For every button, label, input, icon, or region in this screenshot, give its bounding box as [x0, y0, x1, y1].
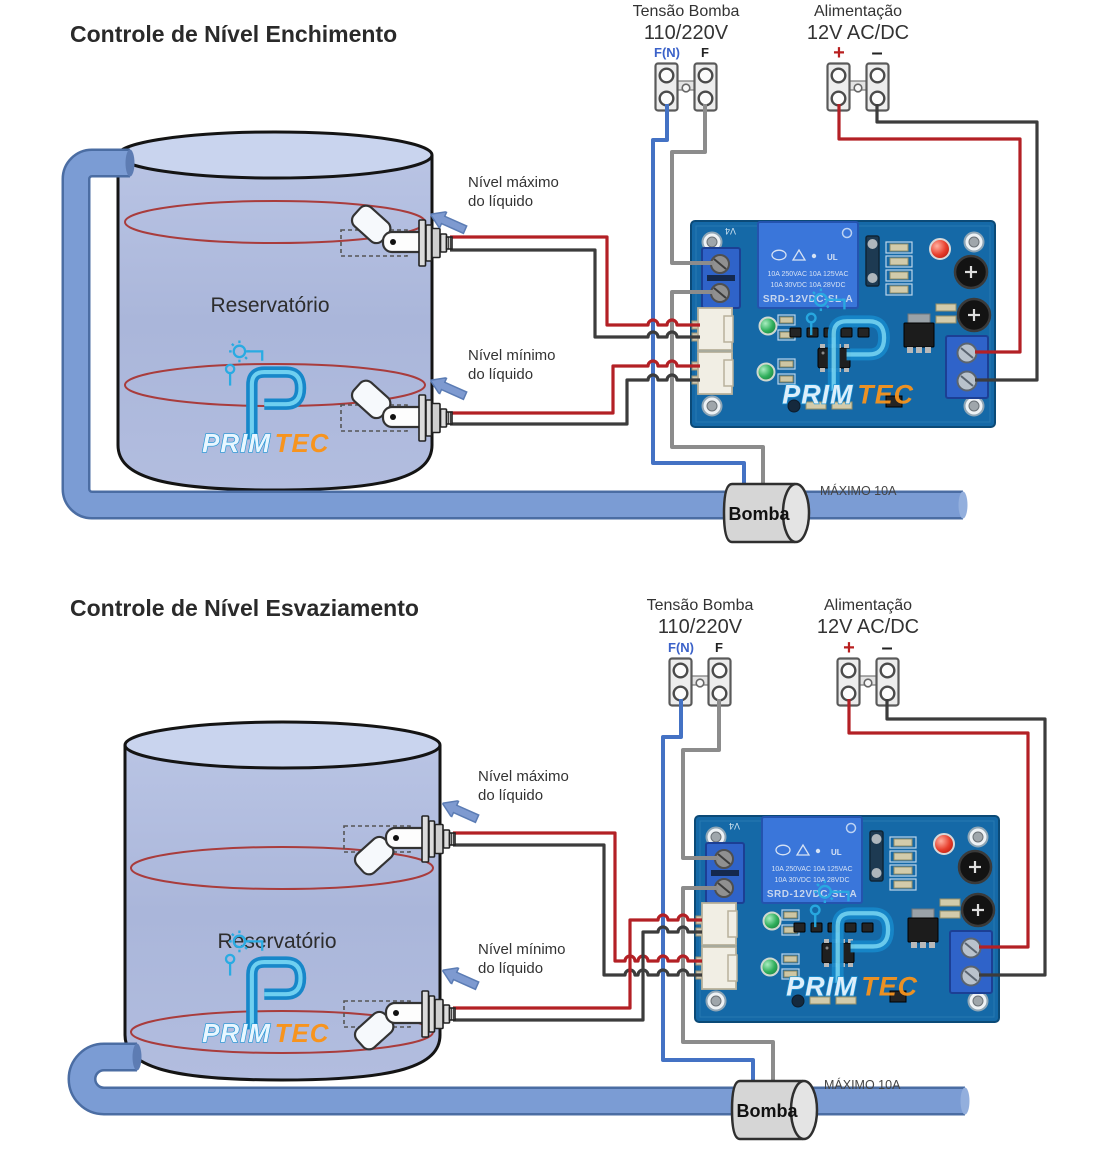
tank-label: Reservatório — [210, 294, 329, 317]
wire-float-max-black — [450, 248, 700, 339]
power-value: 12V AC/DC — [807, 22, 909, 44]
tank-rim — [123, 720, 442, 770]
float-wires — [450, 235, 700, 426]
pump-voltage-title: Tensão Bomba — [647, 597, 754, 614]
min-level-label-1: Nível mínimo — [468, 347, 556, 364]
wire-float-min-black — [450, 373, 700, 426]
minus-label: – — [881, 637, 892, 659]
pump-bomba — [722, 482, 811, 544]
pin-fn-label: F(N) — [668, 640, 694, 655]
min-level-label-1: Nível mínimo — [478, 941, 566, 958]
float-wires — [453, 831, 702, 1022]
wire-neutral-blue — [651, 104, 746, 484]
wire-float-min-black — [453, 925, 702, 1022]
wire-float-min-red — [450, 359, 700, 415]
max-level-label-1: Nível máximo — [478, 768, 569, 785]
pipe-inlet-cap — [132, 1043, 142, 1071]
pin-fn-label: F(N) — [654, 45, 680, 60]
max-level-line — [130, 846, 434, 890]
pipe-outlet-cap — [958, 491, 968, 519]
plus-label: + — [843, 637, 855, 659]
wire-live-gray-in — [670, 104, 714, 265]
pump-wires — [651, 104, 765, 484]
power-value: 12V AC/DC — [817, 616, 919, 638]
wire-float-max-red — [450, 235, 700, 327]
wire-power-plus — [837, 104, 1022, 354]
wire-live-gray-out — [681, 886, 775, 1081]
panel-1-title: Controle de Nível Enchimento — [70, 21, 397, 47]
plus-label: + — [833, 42, 845, 64]
max-current-label: MÁXIMO 10A — [820, 483, 897, 498]
power-wires — [847, 699, 1047, 977]
wire-power-plus — [847, 699, 1030, 949]
pin-f-label: F — [701, 45, 709, 60]
pump-voltage-value: 110/220V — [644, 22, 729, 44]
wire-neutral-blue — [661, 699, 755, 1081]
max-current-label: MÁXIMO 10A — [824, 1077, 901, 1092]
tank-label: Reservatório — [217, 930, 336, 953]
panel-esvaziamento: Controle de Nível Esvaziamento Reservató… — [67, 595, 1047, 1141]
power-title: Alimentação — [814, 3, 902, 20]
pump-wires — [661, 699, 775, 1081]
pin-f-label: F — [715, 640, 723, 655]
wire-live-gray-in — [681, 699, 721, 860]
reservoir-tank: Reservatório — [116, 130, 434, 492]
wire-float-min-red — [453, 913, 702, 1010]
panel-2-title: Controle de Nível Esvaziamento — [70, 595, 419, 621]
pump-voltage-title: Tensão Bomba — [633, 3, 740, 20]
pipe-outlet-cap — [960, 1087, 970, 1115]
wire-power-minus — [885, 699, 1047, 977]
tank-rim — [116, 130, 434, 180]
pump-bomba — [730, 1079, 819, 1141]
power-title: Alimentação — [824, 597, 912, 614]
wire-power-minus — [875, 104, 1039, 382]
min-level-label-2: do líquido — [478, 960, 543, 977]
pipe-inlet-cap — [125, 149, 135, 177]
max-level-label-2: do líquido — [468, 193, 533, 210]
min-level-label-2: do líquido — [468, 366, 533, 383]
minus-label: – — [871, 42, 882, 64]
wire-live-gray-out — [670, 290, 765, 484]
max-level-label-1: Nível máximo — [468, 174, 559, 191]
fill-pipe — [61, 148, 968, 520]
power-wires — [837, 104, 1039, 382]
pump-voltage-value: 110/220V — [658, 616, 743, 638]
reservoir-tank: Reservatório — [123, 720, 442, 1082]
panel-enchimento: Controle de Nível Enchimento Reservatóri… — [61, 3, 1039, 544]
drain-pipe — [67, 1042, 970, 1116]
max-level-label-2: do líquido — [478, 787, 543, 804]
